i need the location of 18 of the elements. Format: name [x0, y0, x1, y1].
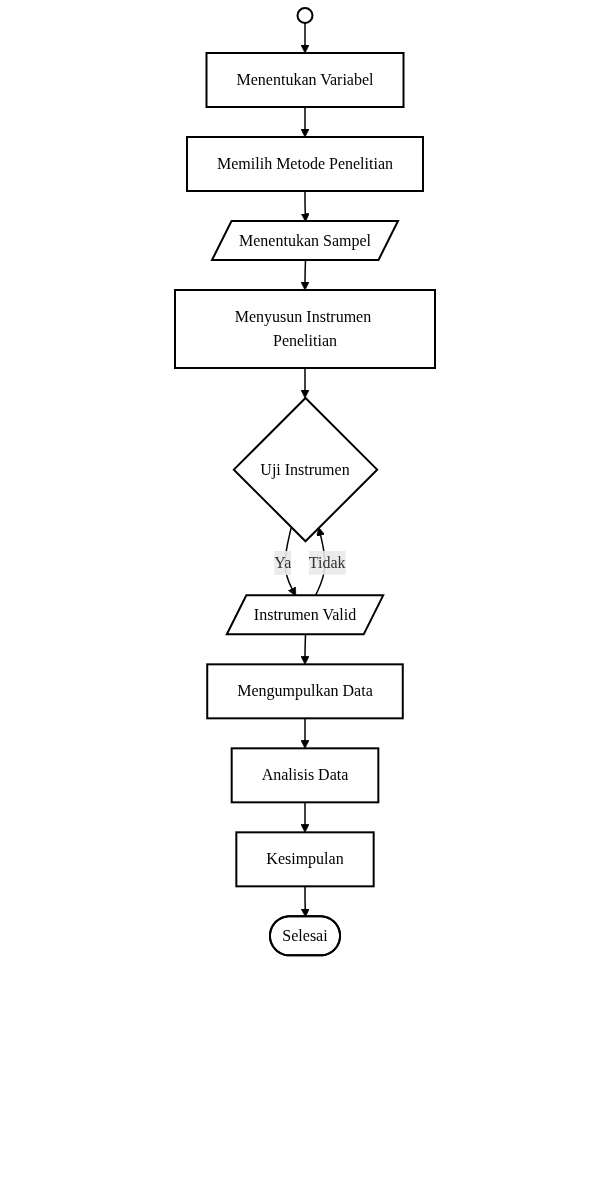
arrow [300, 106, 309, 138]
arrow [300, 22, 309, 54]
arrow [300, 717, 309, 749]
node-circle [296, 7, 313, 24]
arrow [300, 190, 310, 222]
arrow [300, 801, 309, 833]
edge-label: Ya [273, 553, 291, 571]
node-box: Analisis Data [230, 747, 379, 804]
arrow [300, 885, 310, 918]
arrow [300, 367, 309, 399]
arrow [300, 634, 309, 665]
node-box: Menentukan Variabel [205, 52, 404, 108]
node-box: Memilih Metode Penelitian [185, 136, 424, 192]
node-diamond: Uji Instrumen [231, 396, 379, 543]
node-box: Kesimpulan [234, 831, 375, 888]
edge-label: Tidak [308, 553, 346, 571]
node-box: Menyusun Instrumen Penelitian [173, 289, 436, 369]
node-box: Mengumpulkan Data [205, 663, 404, 720]
